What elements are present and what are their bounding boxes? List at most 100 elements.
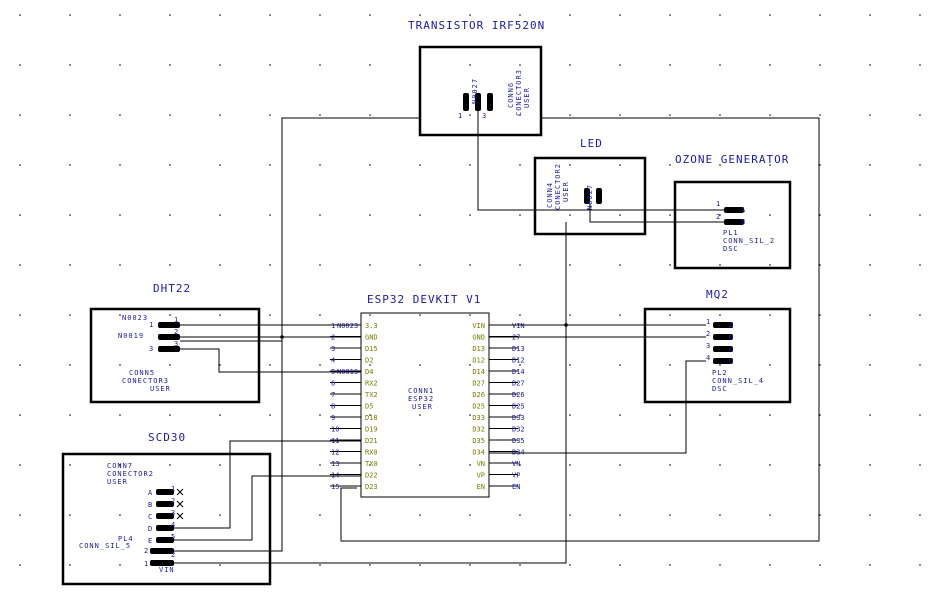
scd-pin-letter: C — [148, 513, 153, 521]
grid-dot — [719, 464, 721, 466]
ozone-box — [673, 180, 792, 270]
grid-dot — [369, 564, 371, 566]
grid-dot — [519, 414, 521, 416]
led-ref-2: CONECTOR2 — [554, 163, 562, 210]
grid-dot — [669, 214, 671, 216]
esp-left-pin-label: D21 — [365, 437, 378, 445]
grid-dot — [19, 164, 21, 166]
grid-dot — [869, 364, 871, 366]
dht-block[interactable]: DHT22 N0023 N0019 1 3 1 2 3 CONN5 CONECT… — [89, 282, 261, 404]
grid-dot — [369, 314, 371, 316]
esp-left-pin-number: 6 — [331, 380, 335, 388]
grid-dot — [669, 314, 671, 316]
grid-dot — [219, 164, 221, 166]
grid-dot — [469, 364, 471, 366]
junction-gnd — [280, 335, 284, 339]
grid-dot — [119, 114, 121, 116]
grid-dot — [19, 64, 21, 66]
grid-dot — [869, 264, 871, 266]
ozone-pin-1 — [724, 207, 744, 213]
scd-title: SCD30 — [148, 431, 186, 444]
grid-dot — [219, 214, 221, 216]
grid-dot — [819, 164, 821, 166]
grid-dot — [19, 464, 21, 466]
esp-right-pin-label: D12 — [472, 357, 485, 365]
esp-left-pin-number: 7 — [331, 391, 335, 399]
grid-dot — [119, 164, 121, 166]
grid-dot — [469, 314, 471, 316]
transistor-ref-1: CONN6 — [507, 82, 515, 108]
led-ref-1: CONN4 — [546, 182, 554, 208]
dht-num-2b: 2 — [174, 328, 179, 336]
grid-dot — [669, 114, 671, 116]
scd-ref2-2: CONN_SIL_5 — [79, 542, 131, 550]
grid-dot — [619, 364, 621, 366]
led-pin-b — [596, 188, 602, 204]
grid-dot — [119, 564, 121, 566]
transistor-title: TRANSISTOR IRF520N — [408, 19, 545, 32]
grid-dot — [419, 314, 421, 316]
esp-ref-3: USER — [412, 403, 433, 411]
grid-dot — [819, 564, 821, 566]
esp-right-net: D26 — [512, 391, 525, 399]
led-block[interactable]: LED CONN4 CONECTOR2 USER N0027 — [533, 137, 647, 236]
scd-ref2-1: PL4 — [118, 535, 134, 543]
grid-dot — [469, 114, 471, 116]
grid-dot — [669, 264, 671, 266]
grid-dot — [469, 514, 471, 516]
dht-ref-2: CONECTOR3 — [122, 377, 169, 385]
esp-left-pin-label: D2 — [365, 357, 373, 365]
grid-dot — [869, 464, 871, 466]
grid-dot — [619, 214, 621, 216]
ozone-num-2: 2 — [716, 213, 721, 221]
grid-dot — [119, 414, 121, 416]
scd-pin-number: 5 — [171, 533, 176, 541]
esp-right-net: D32 — [512, 426, 525, 434]
led-title: LED — [580, 137, 603, 150]
grid-dot — [219, 414, 221, 416]
grid-dot — [269, 314, 271, 316]
grid-dot — [569, 214, 571, 216]
esp-left-pin-number: 4 — [331, 357, 335, 365]
esp-right-pin-label: VN — [477, 460, 485, 468]
esp-left-pin-label: D22 — [365, 472, 378, 480]
scd-pin-number: 4 — [171, 521, 176, 529]
grid-dot — [719, 164, 721, 166]
esp-right-pin-label: D32 — [472, 426, 485, 434]
grid-dot — [319, 414, 321, 416]
grid-dot — [169, 264, 171, 266]
grid-dot — [469, 414, 471, 416]
transistor-ref-2: CONECTOR3 — [515, 69, 523, 116]
grid-dot — [569, 314, 571, 316]
grid-dot — [819, 114, 821, 116]
esp-left-pin-number: 1 — [331, 322, 335, 330]
grid-dot — [369, 14, 371, 16]
grid-dot — [169, 164, 171, 166]
grid-dot — [919, 164, 921, 166]
scd-pin-number: 2 — [171, 497, 176, 505]
wires — [174, 111, 724, 564]
dht-num-3: 3 — [149, 345, 154, 353]
ozone-block[interactable]: OZONE GENERATOR 1 2 A B PL1 CONN_SIL_2 D… — [673, 153, 792, 270]
dht-num-1b: 1 — [174, 316, 179, 324]
grid-dot — [769, 214, 771, 216]
grid-dot — [19, 414, 21, 416]
grid-dot — [869, 14, 871, 16]
transistor-block[interactable]: TRANSISTOR IRF520N 1 3 N0027 CONN6 CONEC… — [408, 19, 545, 137]
esp-right-pin-label: VIN — [472, 322, 485, 330]
transistor-box — [418, 45, 543, 137]
ozone-letter-a: A — [741, 206, 746, 214]
grid-dot — [919, 214, 921, 216]
grid-dot — [469, 214, 471, 216]
mq-pin-letter: B — [729, 334, 734, 342]
grid-dot — [469, 464, 471, 466]
esp-right-pin-label: EN — [477, 483, 485, 491]
grid-dot — [769, 514, 771, 516]
esp-right-pin-label: D26 — [472, 391, 485, 399]
grid-dot — [719, 264, 721, 266]
